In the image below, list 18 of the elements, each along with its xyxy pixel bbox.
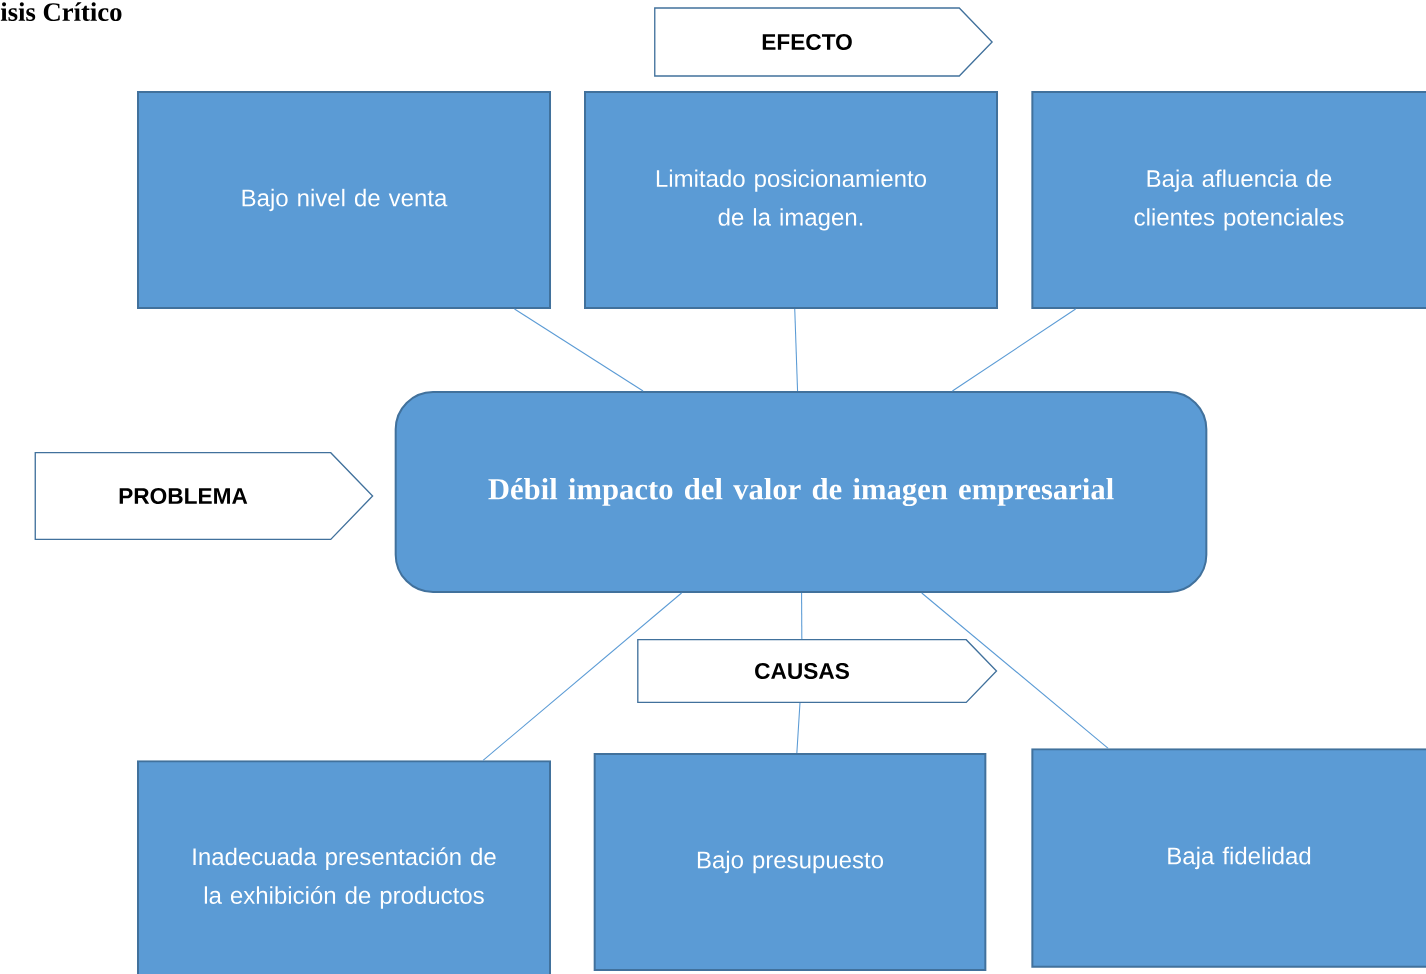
arrow-label: CAUSAS <box>637 639 998 703</box>
process-box: Baja afluencia de clientes potenciales <box>1031 91 1426 309</box>
process-box: Bajo presupuesto <box>593 753 987 971</box>
title: isis Crítico <box>0 2 122 22</box>
connector <box>794 308 799 392</box>
arrow-label: PROBLEMA <box>34 452 374 540</box>
connector <box>951 308 1077 392</box>
process-box: Baja fidelidad <box>1031 748 1426 968</box>
process-box: Limitado posicionamiento de la imagen. <box>584 91 998 309</box>
connector <box>796 702 801 754</box>
connector <box>801 592 803 640</box>
process-box: Bajo nivel de venta <box>137 91 551 309</box>
connector <box>513 308 644 392</box>
connector <box>921 592 1109 749</box>
arrow-label: EFECTO <box>654 7 994 77</box>
process-box: Inadecuada presentación de la exhibición de productos <box>137 760 551 974</box>
problem-box: Débil impacto del valor de imagen empresarial <box>394 391 1208 593</box>
connector <box>482 592 683 761</box>
